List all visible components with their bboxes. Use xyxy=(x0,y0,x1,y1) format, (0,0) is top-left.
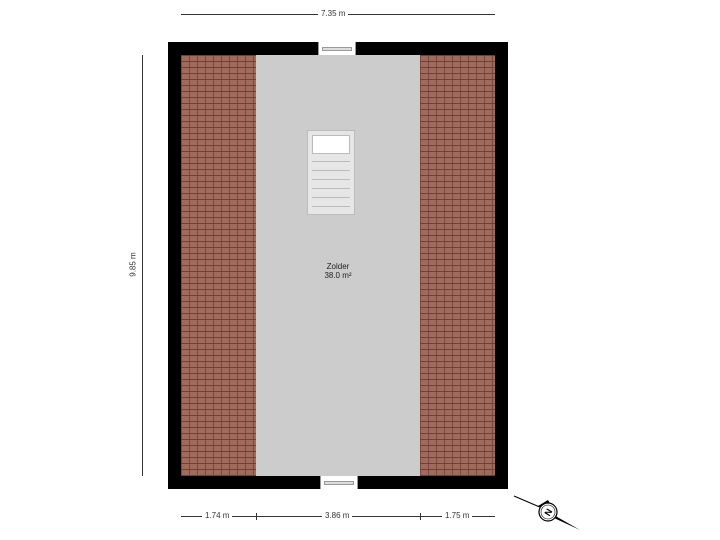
room-area: 38.0 m² xyxy=(324,271,352,280)
dimension-width: 7.35 m xyxy=(318,9,349,18)
window-bottom xyxy=(320,476,358,489)
svg-text:N: N xyxy=(542,507,554,518)
dimension-bottom-middle: 3.86 m xyxy=(322,511,353,520)
roof-slope-right xyxy=(420,55,495,476)
room-name: Zolder xyxy=(326,262,350,271)
dimension-bottom-right: 1.75 m xyxy=(442,511,473,520)
roof-slope-left xyxy=(181,55,256,476)
room-label: Zolder 38.0 m² xyxy=(288,262,388,280)
staircase xyxy=(307,130,355,215)
dimension-tick xyxy=(256,513,257,520)
dimension-bottom-left: 1.74 m xyxy=(202,511,233,520)
attic-floor xyxy=(256,55,420,476)
window-top xyxy=(318,42,356,55)
north-arrow-icon: N xyxy=(513,495,580,530)
dimension-tick xyxy=(420,513,421,520)
dimension-height: 9.85 m xyxy=(128,249,138,280)
dimension-line-left xyxy=(142,55,143,476)
